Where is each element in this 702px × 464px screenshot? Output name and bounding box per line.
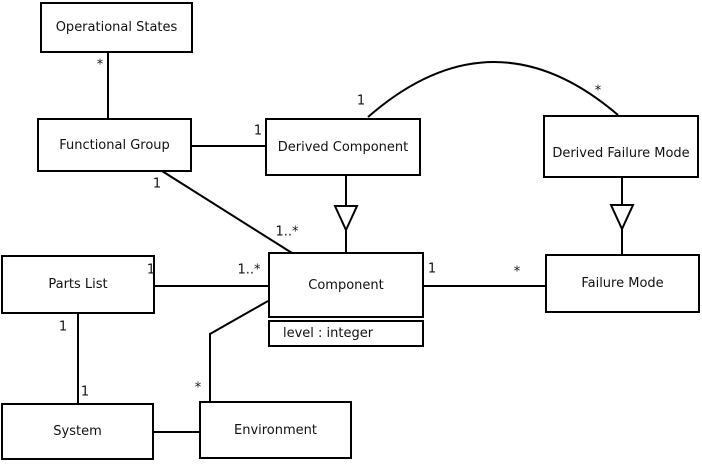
class-system-label: System xyxy=(53,424,102,439)
class-parts-list-label: Parts List xyxy=(48,277,108,292)
class-derived-component-label: Derived Component xyxy=(277,139,409,155)
class-failure-mode-label: Failure Mode xyxy=(581,276,664,291)
class-component-label: Component xyxy=(308,277,384,293)
multiplicity-parts-list-component-target: 1..* xyxy=(237,262,261,278)
multiplicity-arc-derived-failure-mode: * xyxy=(594,83,602,99)
assoc-environment-component xyxy=(209,300,269,401)
class-derived-component: Derived Component xyxy=(265,118,421,176)
multiplicity-functional-group-derived-component: 1 xyxy=(253,123,263,139)
multiplicity-parts-list-system-target: 1 xyxy=(80,384,90,400)
assoc-functional-group-component xyxy=(161,170,293,254)
class-parts-list: Parts List xyxy=(1,255,155,314)
class-component-attributes: level : integer xyxy=(268,320,424,347)
class-operational-states: Operational States xyxy=(40,2,193,53)
class-derived-failure-mode-label: Derived Failure Mode xyxy=(552,146,690,161)
class-failure-mode: Failure Mode xyxy=(545,254,700,313)
multiplicity-parts-list-component-source: 1 xyxy=(146,262,156,278)
class-environment-label: Environment xyxy=(233,422,317,438)
generalization-triangle-failure-mode xyxy=(609,204,635,232)
class-environment: Environment xyxy=(199,401,352,459)
assoc-derived-component-derived-failure-mode-arc xyxy=(367,61,619,118)
multiplicity-environment-component: * xyxy=(194,380,202,396)
class-system: System xyxy=(1,403,154,460)
multiplicity-component-failure-mode-target: * xyxy=(513,264,521,280)
multiplicity-functional-group-component-source: 1 xyxy=(152,176,162,192)
component-attribute-level: level : integer xyxy=(283,326,374,341)
multiplicity-operational-states: * xyxy=(96,57,104,73)
multiplicity-component-failure-mode-source: 1 xyxy=(427,261,437,277)
class-functional-group: Functional Group xyxy=(37,118,192,172)
multiplicity-arc-derived-component: 1 xyxy=(356,93,366,109)
class-component: Component xyxy=(268,252,424,318)
class-operational-states-label: Operational States xyxy=(55,20,178,35)
multiplicity-functional-group-component-target: 1..* xyxy=(275,224,299,240)
class-derived-failure-mode: Derived Failure Mode xyxy=(543,115,699,178)
class-functional-group-label: Functional Group xyxy=(59,137,170,153)
multiplicity-parts-list-system-source: 1 xyxy=(58,319,68,335)
generalization-triangle-component xyxy=(333,205,359,233)
